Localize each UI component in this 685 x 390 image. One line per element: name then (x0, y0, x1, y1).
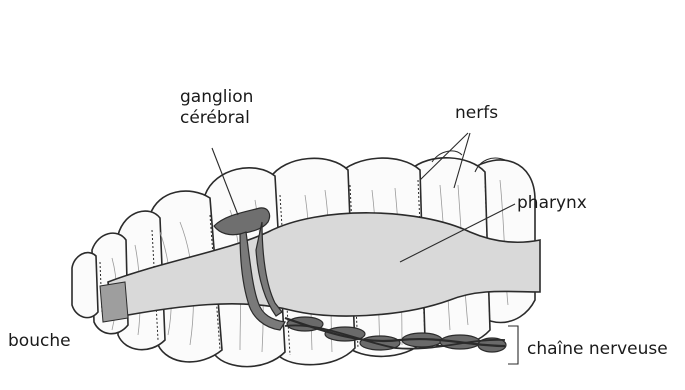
label-bouche: bouche (8, 331, 71, 352)
label-pharynx: pharynx (517, 193, 587, 214)
label-chaine-nerveuse: chaîne nerveuse (527, 339, 668, 360)
label-ganglion-line1: ganglion (180, 87, 253, 108)
label-ganglion-cerebral: ganglion cérébral (180, 87, 253, 129)
label-nerfs: nerfs (455, 103, 498, 124)
label-ganglion-line2: cérébral (180, 108, 253, 129)
segment-1 (72, 253, 98, 318)
chaine-bracket (508, 326, 518, 364)
mouth-shading (100, 282, 128, 322)
